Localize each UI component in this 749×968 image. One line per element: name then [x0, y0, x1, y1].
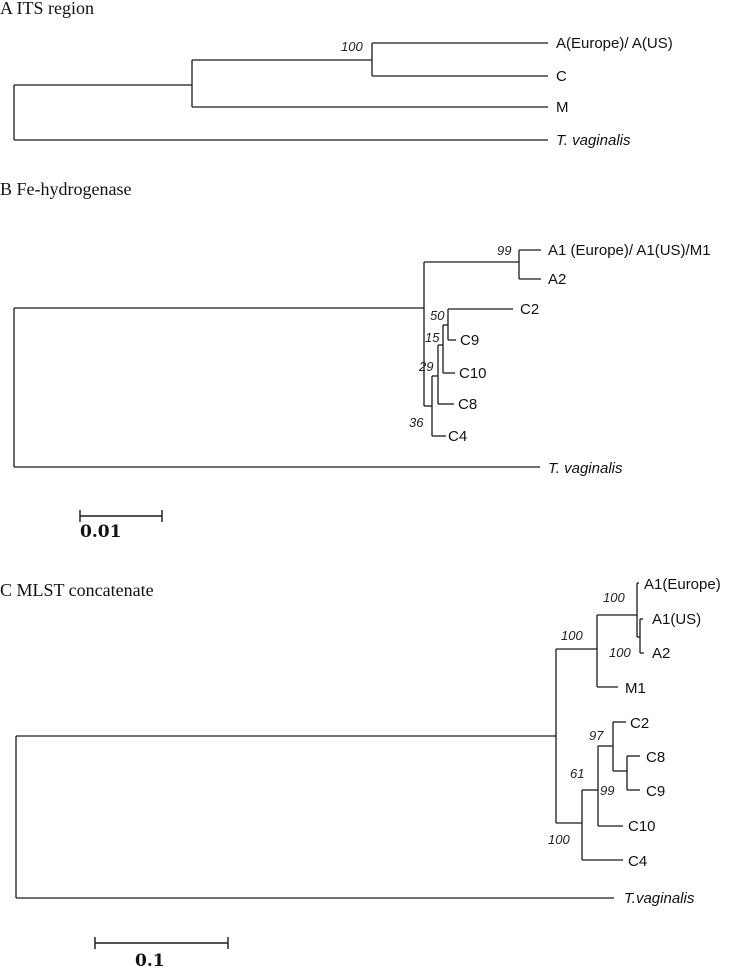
bootstrap-value: 100 — [341, 39, 363, 54]
leaf-c10: C10 — [459, 365, 487, 382]
bootstrap-value: 29 — [418, 359, 433, 374]
leaf-c: C — [556, 68, 567, 85]
bootstrap-value: 97 — [589, 728, 604, 743]
leaf-c8: C8 — [458, 396, 477, 413]
leaf-c8: C8 — [646, 749, 665, 766]
leaf-c9: C9 — [646, 783, 665, 800]
leaf-a-europe-us: A(Europe)/ A(US) — [556, 35, 673, 52]
leaf-a2: A2 — [652, 645, 670, 662]
leaf-t-vaginalis: T.vaginalis — [624, 890, 695, 907]
bootstrap-value: 50 — [430, 308, 445, 323]
panel-c-title: C MLST concatenate — [0, 580, 154, 600]
leaf-c4: C4 — [448, 428, 467, 445]
leaf-a1-europe: A1(Europe) — [644, 576, 721, 593]
leaf-c2: C2 — [630, 715, 649, 732]
panel-a-title: A ITS region — [0, 0, 94, 18]
leaf-m: M — [556, 99, 569, 116]
panel-a-tree-branches — [13, 42, 548, 141]
bootstrap-value: 100 — [609, 645, 631, 660]
leaf-a1-us: A1(US) — [652, 611, 701, 628]
leaf-t-vaginalis: T. vaginalis — [548, 460, 623, 477]
panel-b-tree-branches — [13, 249, 541, 468]
leaf-t-vaginalis: T. vaginalis — [556, 132, 631, 149]
bootstrap-value: 100 — [548, 832, 570, 847]
panel-b-title: B Fe-hydrogenase — [0, 179, 131, 199]
scale-bar: 0.01 — [79, 510, 163, 542]
bootstrap-value: 36 — [409, 415, 424, 430]
leaf-a2: A2 — [548, 271, 566, 288]
leaf-c10: C10 — [628, 818, 656, 835]
panel-b-fe-hydrogenase: B Fe-hydrogenase — [0, 179, 711, 542]
bootstrap-value: 100 — [561, 628, 583, 643]
scale-bar: 0.1 — [94, 937, 229, 968]
leaf-c9: C9 — [460, 332, 479, 349]
scale-bar-label: 0.01 — [80, 522, 121, 542]
bootstrap-value: 15 — [425, 330, 440, 345]
bootstrap-value: 100 — [603, 590, 625, 605]
panel-c-tree-branches — [15, 582, 644, 899]
scale-bar-label: 0.1 — [135, 951, 165, 968]
panel-a-its-region: A ITS region A(Europe)/ A(US) C M T. vag… — [0, 0, 673, 149]
panel-c-mlst-concatenate: C MLST concatenate — [0, 576, 721, 968]
bootstrap-value: 99 — [600, 783, 614, 798]
leaf-c2: C2 — [520, 301, 539, 318]
leaf-m1: M1 — [625, 680, 646, 697]
bootstrap-value: 61 — [570, 766, 584, 781]
leaf-c4: C4 — [628, 853, 647, 870]
leaf-a1-europe-us-m1: A1 (Europe)/ A1(US)/M1 — [548, 242, 711, 259]
bootstrap-value: 99 — [497, 243, 511, 258]
